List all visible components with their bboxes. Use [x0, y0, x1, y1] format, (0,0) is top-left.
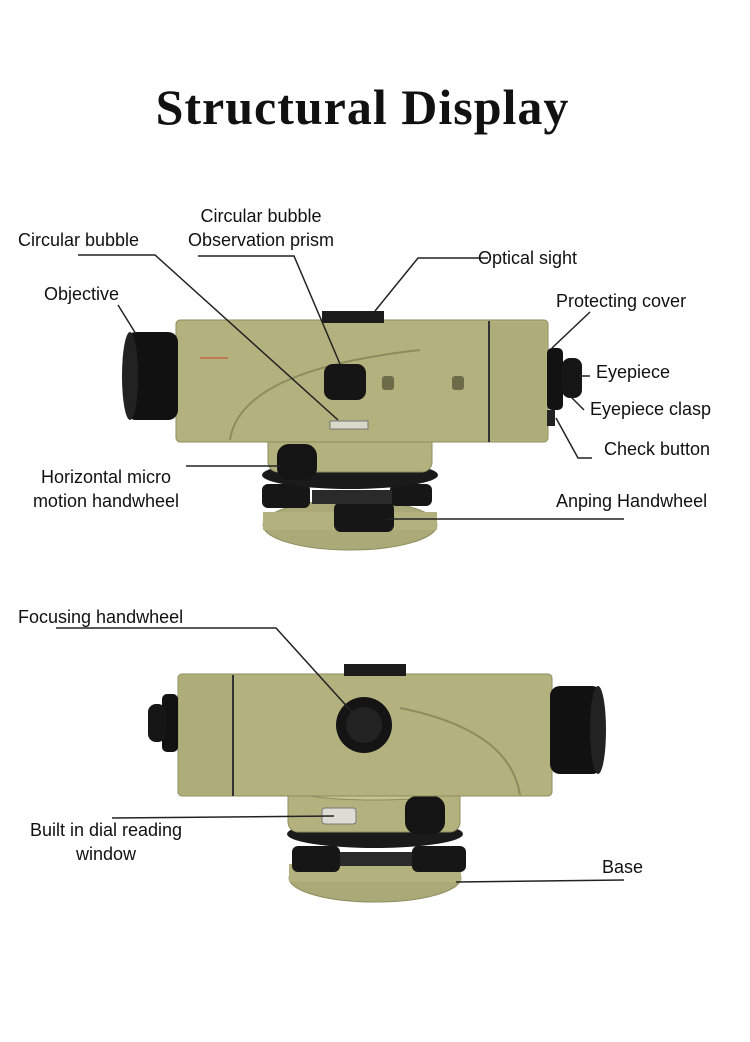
leader-optical-sight	[374, 257, 488, 312]
label-anping-handwheel: Anping Handwheel	[556, 491, 708, 511]
label-eyepiece: Eyepiece	[596, 362, 671, 382]
leader-check-button	[555, 417, 592, 459]
bottom-base-knob	[405, 796, 445, 834]
label-protecting-cover: Protecting cover	[556, 291, 687, 311]
label-check-button: Check button	[604, 439, 711, 459]
circular-bubble	[329, 420, 369, 430]
label-base: Base	[602, 857, 644, 877]
label-eyepiece-clasp: Eyepiece clasp	[590, 399, 712, 419]
label-observation-prism: Circular bubble Observation prism	[176, 204, 346, 252]
label-observation-prism-line-2: Observation prism	[187, 230, 335, 250]
leader-dial-window	[111, 815, 335, 819]
label-horizontal-micro-line-2: motion handwheel	[32, 491, 180, 511]
leader-protecting-cover	[551, 311, 591, 349]
label-optical-sight: Optical sight	[478, 248, 578, 268]
label-horizontal-micro: Horizontal micro motion handwheel	[20, 465, 192, 513]
label-circular-bubble: Circular bubble	[18, 230, 140, 250]
label-dial-window: Built in dial reading window	[14, 818, 198, 866]
observation-prism	[324, 364, 366, 400]
top-optical-sight	[322, 311, 384, 323]
bottom-objective-tube	[550, 686, 602, 774]
page-title: Structural Display	[155, 79, 570, 135]
leader-objective	[117, 304, 137, 335]
bottom-eyepiece	[162, 694, 178, 752]
leader-base	[455, 879, 625, 883]
bottom-optical-sight	[344, 664, 406, 676]
label-focusing-handwheel: Focusing handwheel	[18, 607, 184, 627]
leader-eyepiece-clasp	[569, 395, 585, 411]
label-dial-window-line-2: window	[75, 844, 137, 864]
top-leveling-screws	[262, 484, 432, 532]
leader-observation-prism	[198, 255, 341, 365]
label-dial-window-line-1: Built in dial reading	[29, 820, 183, 840]
label-horizontal-micro-line-1: Horizontal micro	[40, 467, 172, 487]
top-body-eyepiece-section	[488, 322, 546, 440]
label-objective: Objective	[44, 284, 120, 304]
bottom-leveling-screws	[292, 846, 466, 872]
top-eyepiece	[547, 348, 563, 410]
label-observation-prism-line-1: Circular bubble	[200, 206, 322, 226]
top-objective-tube	[126, 332, 178, 420]
leader-focusing-handwheel	[56, 627, 353, 713]
leader-circular-bubble	[78, 254, 339, 421]
horizontal-micro-knob	[277, 444, 317, 480]
